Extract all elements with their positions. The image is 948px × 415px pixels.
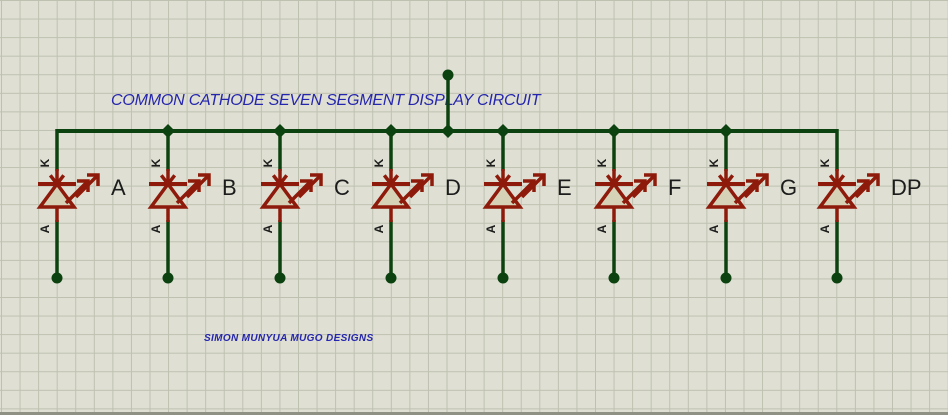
led-arrows-icon — [64, 173, 100, 205]
segment-label-d[interactable]: D — [445, 175, 461, 200]
schematic-title[interactable]: COMMON CATHODE SEVEN SEGMENT DISPLAY CIR… — [111, 92, 541, 109]
pin-label-a-c: A — [261, 224, 275, 234]
pin-label-a-g: A — [707, 224, 721, 234]
pin-label-a-dp: A — [818, 224, 832, 234]
canvas-bottom-edge — [0, 412, 948, 415]
pin-label-a-e: A — [484, 224, 498, 234]
led-arrows-icon — [733, 173, 769, 205]
terminal-dot-g[interactable] — [720, 272, 732, 284]
led-arrows-icon — [175, 173, 211, 205]
designer-credit[interactable]: SIMON MUNYUA MUGO DESIGNS — [204, 333, 374, 344]
pin-label-k-dp: K — [818, 158, 832, 168]
segment-label-c[interactable]: C — [334, 175, 350, 200]
led-symbol-a[interactable] — [36, 169, 100, 222]
led-symbol-b[interactable] — [147, 169, 211, 222]
pin-label-k-f: K — [595, 158, 609, 168]
led-symbol-e[interactable] — [482, 169, 546, 222]
led-arrows-icon — [398, 173, 434, 205]
segment-label-e[interactable]: E — [557, 175, 572, 200]
terminal-dot-d[interactable] — [385, 272, 397, 284]
terminal-dot-dp[interactable] — [831, 272, 843, 284]
terminal-dot-a[interactable] — [51, 272, 63, 284]
segment-label-b[interactable]: B — [222, 175, 237, 200]
led-symbol-f[interactable] — [593, 169, 657, 222]
terminal-dot-f[interactable] — [608, 272, 620, 284]
led-arrows-icon — [844, 173, 880, 205]
led-symbol-dp[interactable] — [816, 169, 880, 222]
pin-label-a-d: A — [372, 224, 386, 234]
pin-label-k-a: K — [38, 158, 52, 168]
pin-label-k-c: K — [261, 158, 275, 168]
pin-label-k-d: K — [372, 158, 386, 168]
pin-label-k-g: K — [707, 158, 721, 168]
segment-label-dp[interactable]: DP — [891, 175, 922, 200]
led-symbol-c[interactable] — [259, 169, 323, 222]
pin-label-a-b: A — [149, 224, 163, 234]
terminal-dot-b[interactable] — [162, 272, 174, 284]
pin-label-k-e: K — [484, 158, 498, 168]
led-arrows-icon — [510, 173, 546, 205]
led-arrows-icon — [287, 173, 323, 205]
terminal-dot-common[interactable] — [442, 69, 454, 81]
terminal-dot-e[interactable] — [497, 272, 509, 284]
led-symbol-d[interactable] — [370, 169, 434, 222]
segment-label-g[interactable]: G — [780, 175, 798, 200]
terminal-dot-c[interactable] — [274, 272, 286, 284]
pin-label-a-f: A — [595, 224, 609, 234]
junction-dot[interactable] — [441, 124, 455, 138]
segment-label-f[interactable]: F — [668, 175, 682, 200]
pin-label-a-a: A — [38, 224, 52, 234]
led-symbol-g[interactable] — [705, 169, 769, 222]
pin-label-k-b: K — [149, 158, 163, 168]
led-arrows-icon — [621, 173, 657, 205]
segment-label-a[interactable]: A — [111, 175, 126, 200]
